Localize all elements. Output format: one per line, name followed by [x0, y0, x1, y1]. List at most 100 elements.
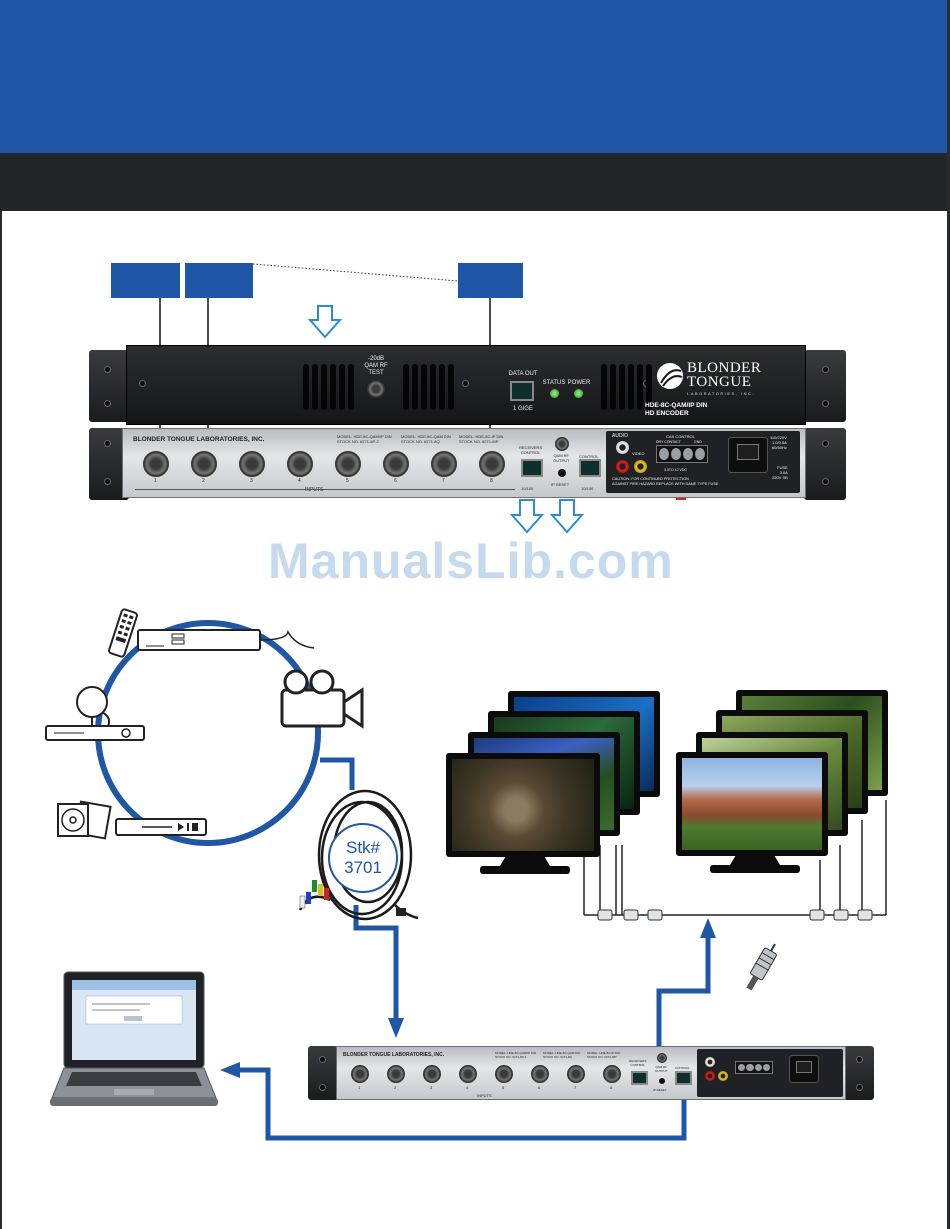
input-number-label: 8 [490, 478, 493, 484]
lower-rack-ear-right [844, 1046, 874, 1100]
video-jack[interactable] [634, 460, 647, 473]
brand-subtitle: LABORATORIES, INC. [687, 391, 755, 396]
video-input-connector[interactable] [387, 1065, 405, 1083]
brand-name-line2: TONGUE [687, 374, 752, 390]
rf-test-port[interactable] [367, 380, 385, 398]
cas-terminal-block[interactable] [656, 445, 708, 463]
video-input-connector[interactable] [351, 1065, 369, 1083]
input-number-label: 6 [538, 1085, 541, 1090]
satellite-receiver-icon [45, 686, 145, 741]
control-port[interactable] [675, 1071, 692, 1085]
ip-reset-label: IP RESET [551, 482, 570, 487]
lower-rack-ear-left [308, 1046, 338, 1100]
input-number-label: 7 [574, 1085, 577, 1090]
rack-hole [822, 400, 829, 407]
power-label: POWER [567, 380, 591, 386]
inputs-label: INPUTS [305, 487, 324, 493]
video-input-connector[interactable] [459, 1065, 477, 1083]
fuse-caution-text: CAUTION: FOR CONTINUED PROTECTION AGAINS… [612, 477, 719, 486]
input-number-label: 3 [430, 1085, 433, 1090]
tv-stand [480, 856, 570, 874]
right-rule [947, 0, 950, 1229]
io-block [697, 1049, 843, 1097]
cas-terminal-block[interactable] [735, 1061, 773, 1074]
receivers-control-port[interactable] [631, 1071, 648, 1085]
tv-stand [710, 855, 800, 873]
audio-right-jack[interactable] [616, 460, 629, 473]
data-out-port[interactable] [510, 381, 534, 401]
header-band [0, 0, 950, 153]
model-name: HDE-8C-QAM/IP DIN [645, 402, 708, 409]
power-inlet[interactable] [789, 1055, 819, 1083]
qam-rf-output-port[interactable] [555, 437, 569, 451]
receivers-control-port[interactable] [521, 459, 543, 477]
laptop-icon [50, 971, 218, 1106]
control-port[interactable] [579, 459, 601, 477]
vent-grille [303, 364, 357, 410]
encoder-rear-panel-lower: BLONDER TONGUE LABORATORIES, INC. MODEL:… [336, 1046, 846, 1100]
input-number-label: 8 [610, 1085, 613, 1090]
callout-tag-2 [185, 263, 253, 298]
dvd-player-icon [115, 818, 207, 836]
video-input-connector[interactable] [479, 451, 505, 477]
status-led [550, 389, 559, 398]
video-input-connector[interactable] [423, 1065, 441, 1083]
input-number-label: 2 [202, 478, 205, 484]
qam-rf-output-label: QAM RF OUTPUT [553, 453, 570, 463]
encoder-rear-panel: BLONDER TONGUE LABORATORIES, INC. MODEL:… [122, 428, 806, 498]
qam-rf-output-port[interactable] [657, 1053, 667, 1063]
video-input-connector[interactable] [603, 1065, 621, 1083]
video-input-connector[interactable] [191, 451, 217, 477]
front-rack-ear-right [804, 350, 846, 422]
video-input-connector[interactable] [495, 1065, 513, 1083]
model-option-1: MODEL: HDE-8C-QAM/IP DIN STOCK NO. 6271-… [337, 434, 392, 444]
receivers-control-label: RECEIVERS CONTROL [519, 445, 543, 455]
input-number-label: 5 [346, 478, 349, 484]
encoder-front-panel: -20dB QAM RF TEST DATA OUT 1 GIGE STATUS… [126, 345, 806, 425]
video-input-connector[interactable] [531, 1065, 549, 1083]
dvd-disc-icon [57, 800, 112, 840]
video-input-connector[interactable] [567, 1065, 585, 1083]
tv-monitor-icon [676, 752, 828, 856]
ip-reset-button[interactable] [558, 469, 566, 477]
video-camera-icon [280, 669, 364, 729]
rack-hole [104, 400, 111, 407]
model-type: HD ENCODER [645, 410, 689, 417]
video-input-connector[interactable] [287, 451, 313, 477]
av-cable-icon [298, 789, 419, 921]
video-input-connector[interactable] [143, 451, 169, 477]
input-number-label: 5 [502, 1085, 505, 1090]
video-label: VIDEO [632, 451, 645, 456]
power-led [574, 389, 583, 398]
input-number-label: 2 [394, 1085, 397, 1090]
down-arrow-icon [307, 305, 343, 339]
video-input-connector[interactable] [383, 451, 409, 477]
ip-reset-button[interactable] [659, 1078, 665, 1084]
audio-left-jack[interactable] [616, 441, 629, 454]
callout-tag-1 [111, 263, 180, 298]
video-input-connector[interactable] [431, 451, 457, 477]
vent-grille [601, 364, 655, 410]
input-number-label: 1 [358, 1085, 361, 1090]
video-input-connector[interactable] [335, 451, 361, 477]
coax-connector-icon [746, 943, 777, 991]
remote-control-icon [108, 608, 138, 658]
audio-label: AUDIO [612, 433, 628, 439]
status-label: STATUS [542, 380, 566, 386]
model-option-2: MODEL: HDE-8C-QAM DIN STOCK NO. 6271-8Q [401, 434, 451, 444]
video-input-connector[interactable] [239, 451, 265, 477]
rear-rack-ear-right [804, 428, 846, 500]
set-top-box-icon [137, 629, 315, 651]
input-number-label: 1 [154, 478, 157, 484]
left-rule [0, 211, 2, 1229]
down-arrow-icon [509, 499, 585, 534]
cas-control-label: CAS CONTROL [666, 434, 695, 439]
power-inlet[interactable] [728, 437, 768, 473]
tv-monitor-icon [446, 753, 600, 857]
front-rack-ear-left [89, 350, 129, 422]
brand-name-line1: BLONDER [687, 360, 762, 376]
input-number-label: 3 [250, 478, 253, 484]
rear-company-label: BLONDER TONGUE LABORATORIES, INC. [343, 1052, 445, 1058]
